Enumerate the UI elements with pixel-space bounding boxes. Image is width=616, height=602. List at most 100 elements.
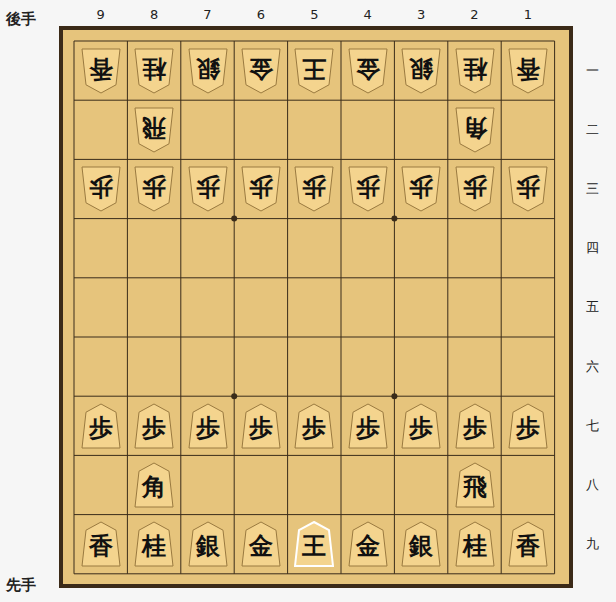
- piece-label: 歩: [508, 172, 548, 202]
- coordinate-label: 2: [470, 7, 478, 22]
- shogi-piece: 歩: [188, 403, 228, 449]
- shogi-piece: 金: [348, 521, 388, 567]
- shogi-piece: 歩: [241, 403, 281, 449]
- grid-line: [74, 396, 555, 397]
- coordinate-label: 五: [586, 298, 599, 316]
- piece-label: 歩: [294, 413, 334, 443]
- board-wood: [63, 30, 569, 584]
- piece-label: 角: [134, 472, 174, 502]
- piece-label: 歩: [401, 413, 441, 443]
- star-point: [391, 216, 397, 222]
- piece-label: 飛: [455, 472, 495, 502]
- shogi-piece: 歩: [81, 166, 121, 212]
- shogi-piece: 歩: [508, 166, 548, 212]
- piece-label: 金: [241, 531, 281, 561]
- shogi-piece: 香: [81, 521, 121, 567]
- grid-line: [74, 41, 555, 42]
- shogi-piece: 銀: [188, 521, 228, 567]
- shogi-piece: 香: [508, 48, 548, 94]
- grid-line: [74, 218, 555, 219]
- piece-label: 歩: [188, 413, 228, 443]
- shogi-piece: 桂: [134, 48, 174, 94]
- shogi-piece: 銀: [401, 48, 441, 94]
- player-label: 後手: [6, 10, 36, 29]
- piece-label: 桂: [455, 531, 495, 561]
- shogi-piece: 金: [241, 48, 281, 94]
- shogi-piece: 歩: [508, 403, 548, 449]
- piece-label: 金: [348, 531, 388, 561]
- coordinate-label: 一: [586, 62, 599, 80]
- piece-label: 銀: [188, 54, 228, 84]
- shogi-piece: 歩: [134, 403, 174, 449]
- piece-label: 歩: [241, 172, 281, 202]
- shogi-piece: 桂: [455, 521, 495, 567]
- shogi-piece: 歩: [81, 403, 121, 449]
- shogi-piece: 歩: [294, 403, 334, 449]
- grid-line: [341, 41, 342, 574]
- piece-label: 王: [294, 531, 334, 561]
- piece-label: 歩: [294, 172, 334, 202]
- coordinate-label: 6: [257, 7, 265, 22]
- grid-line: [74, 455, 555, 456]
- piece-label: 銀: [401, 54, 441, 84]
- shogi-piece: 香: [508, 521, 548, 567]
- grid-line: [287, 41, 288, 574]
- shogi-piece: 歩: [401, 403, 441, 449]
- shogi-piece: 歩: [348, 403, 388, 449]
- shogi-piece: 歩: [455, 166, 495, 212]
- piece-label: 歩: [348, 413, 388, 443]
- grid-line: [74, 514, 555, 515]
- shogi-piece: 角: [455, 107, 495, 153]
- piece-label: 香: [81, 54, 121, 84]
- piece-label: 歩: [241, 413, 281, 443]
- piece-label: 歩: [508, 413, 548, 443]
- shogi-piece: 歩: [455, 403, 495, 449]
- player-label: 先手: [6, 576, 36, 595]
- grid-line: [74, 41, 75, 574]
- star-point: [231, 216, 237, 222]
- coordinate-label: 1: [524, 7, 532, 22]
- piece-label: 歩: [81, 413, 121, 443]
- star-point: [391, 393, 397, 399]
- piece-label: 桂: [134, 531, 174, 561]
- coordinate-label: 九: [586, 535, 599, 553]
- coordinate-label: 3: [417, 7, 425, 22]
- shogi-piece: 飛: [455, 462, 495, 508]
- shogi-piece: 銀: [188, 48, 228, 94]
- piece-label: 歩: [134, 172, 174, 202]
- shogi-piece: 香: [81, 48, 121, 94]
- grid-line: [554, 41, 555, 574]
- piece-label: 王: [294, 54, 334, 84]
- star-point: [231, 393, 237, 399]
- coordinate-label: 六: [586, 358, 599, 376]
- shogi-piece: 歩: [134, 166, 174, 212]
- shogi-piece: 王: [294, 521, 334, 567]
- board-frame: [59, 26, 573, 588]
- piece-label: 桂: [134, 54, 174, 84]
- grid-line: [74, 100, 555, 101]
- grid-line: [74, 573, 555, 574]
- piece-label: 角: [455, 113, 495, 143]
- grid-line: [180, 41, 181, 574]
- shogi-piece: 歩: [348, 166, 388, 212]
- coordinate-label: 7: [203, 7, 211, 22]
- shogi-piece: 歩: [294, 166, 334, 212]
- coordinate-label: 5: [310, 7, 318, 22]
- piece-label: 桂: [455, 54, 495, 84]
- piece-label: 歩: [401, 172, 441, 202]
- piece-label: 歩: [455, 172, 495, 202]
- board-grid: [74, 41, 555, 574]
- coordinate-label: 二: [586, 121, 599, 139]
- shogi-piece: 金: [348, 48, 388, 94]
- grid-line: [447, 41, 448, 574]
- coordinate-label: 9: [97, 7, 105, 22]
- shogi-piece: 金: [241, 521, 281, 567]
- piece-label: 金: [348, 54, 388, 84]
- piece-label: 歩: [188, 172, 228, 202]
- coordinate-label: 八: [586, 476, 599, 494]
- piece-label: 金: [241, 54, 281, 84]
- shogi-piece: 桂: [134, 521, 174, 567]
- piece-label: 香: [81, 531, 121, 561]
- shogi-piece: 銀: [401, 521, 441, 567]
- piece-label: 歩: [455, 413, 495, 443]
